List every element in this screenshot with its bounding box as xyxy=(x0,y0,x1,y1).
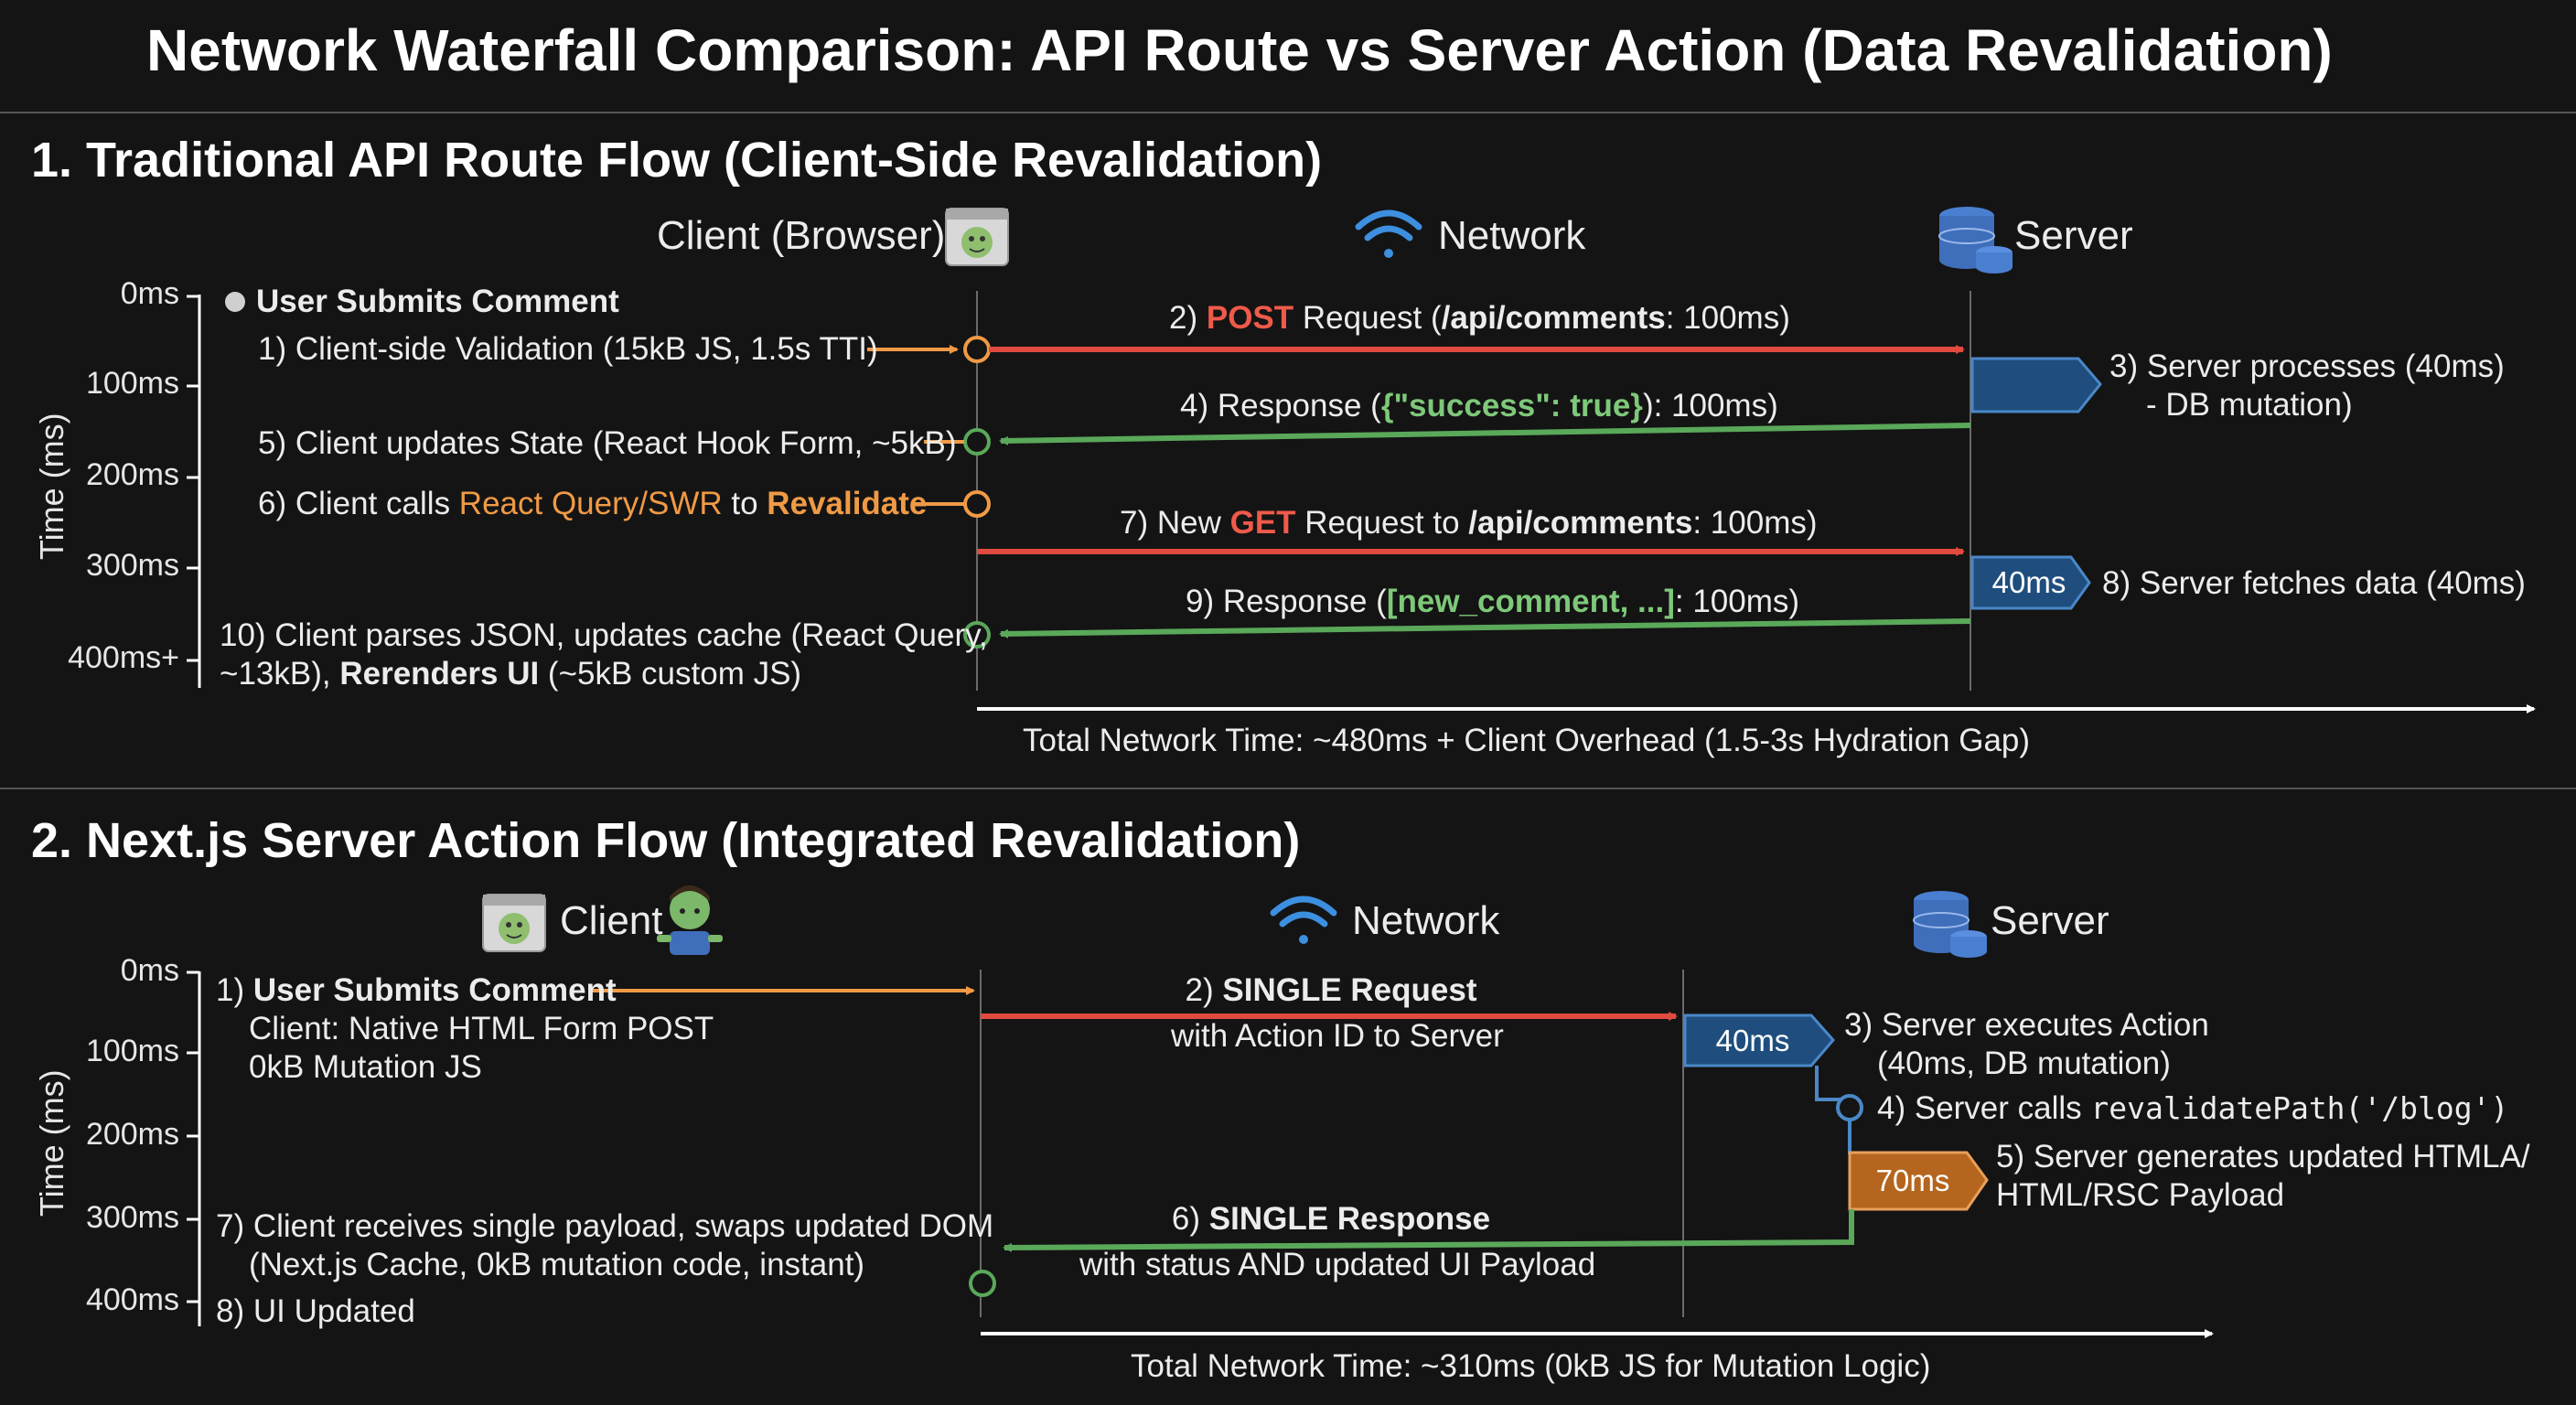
s1-time-axis xyxy=(187,295,201,688)
wifi-icon xyxy=(1270,896,1337,944)
s1-tick-400: 400ms+ xyxy=(68,640,179,675)
s2-step2-label: 2) SINGLE Request with Action ID to Serv… xyxy=(1171,972,1504,1054)
s2-step3-label: 3) Server executes Action (40ms, DB muta… xyxy=(1844,1007,2209,1081)
s2-step4-label: 4) Server calls revalidatePath('/blog') xyxy=(1877,1090,2509,1126)
s1-step0-label: User Submits Comment xyxy=(256,284,619,319)
s2-step8-label: 8) UI Updated xyxy=(216,1293,415,1329)
s2-step6-label: 6) SINGLE Response with status AND updat… xyxy=(1079,1201,1596,1282)
s1-step6-label: 6) Client calls React Query/SWR to Reval… xyxy=(258,486,928,521)
s2-step4-node xyxy=(1836,1094,1863,1121)
s1-client-node-5 xyxy=(963,428,991,456)
s1-client-node-6 xyxy=(963,490,991,518)
s1-tick-200: 200ms xyxy=(85,457,179,492)
s1-step2-label: 2) POST Request (/api/comments: 100ms) xyxy=(1169,300,1790,336)
database-icon xyxy=(1938,207,2012,273)
s1-client-node-10 xyxy=(963,621,991,649)
s1-step7-label: 7) New GET Request to /api/comments: 100… xyxy=(1120,505,1818,541)
s1-step9-label: 9) Response ([new_comment, ...]: 100ms) xyxy=(1186,584,1800,619)
s1-lane-network: Network xyxy=(1438,213,1586,258)
s1-lane-server: Server xyxy=(2014,213,2133,258)
s2-step6-path xyxy=(1003,1209,1854,1252)
s1-step1-label: 1) Client-side Validation (15kB JS, 1.5s… xyxy=(258,331,878,367)
s1-step4-arrow xyxy=(999,423,1971,445)
s1-step10-label: 10) Client parses JSON, updates cache (R… xyxy=(220,617,988,692)
s2-step5-label: 5) Server generates updated HTMLA/ HTML/… xyxy=(1996,1139,2530,1213)
s2-step3-box xyxy=(1683,1014,1835,1067)
section2-heading: 2. Next.js Server Action Flow (Integrate… xyxy=(31,813,1301,868)
s1-client-node-1 xyxy=(963,336,991,363)
zombie-icon xyxy=(657,885,723,955)
s1-step8-box xyxy=(1970,555,2091,610)
s1-step5-label: 5) Client updates State (React Hook Form… xyxy=(258,425,957,461)
browser-icon xyxy=(482,894,546,952)
s1-axis-label: Time (ms) xyxy=(33,413,70,560)
s2-tick-300: 300ms xyxy=(85,1200,179,1235)
s1-tick-0: 0ms xyxy=(120,276,179,311)
s2-lane-network: Network xyxy=(1352,898,1500,943)
s2-tick-200: 200ms xyxy=(85,1117,179,1152)
section1-heading: 1. Traditional API Route Flow (Client-Si… xyxy=(31,133,1323,188)
s1-step0-dot xyxy=(225,292,245,312)
s1-step8-label: 8) Server fetches data (40ms) xyxy=(2102,565,2526,601)
s2-tick-100: 100ms xyxy=(85,1034,179,1068)
s2-step1-label: 1) User Submits Comment Client: Native H… xyxy=(216,972,714,1085)
s1-tick-100: 100ms xyxy=(85,366,179,401)
s1-step9-arrow xyxy=(999,618,1971,638)
s2-axis-label: Time (ms) xyxy=(33,1069,70,1217)
page-title: Network Waterfall Comparison: API Route … xyxy=(146,17,2333,83)
s2-total-label: Total Network Time: ~310ms (0kB JS for M… xyxy=(1131,1348,1931,1384)
s2-step7-label: 7) Client receives single payload, swaps… xyxy=(216,1208,994,1282)
s2-lane-server: Server xyxy=(1991,898,2109,943)
browser-icon xyxy=(945,208,1009,266)
s1-step3-label: 3) Server processes (40ms) - DB mutation… xyxy=(2109,349,2505,423)
database-icon xyxy=(1913,891,1987,958)
s2-client-node-7 xyxy=(969,1270,996,1297)
s2-step5-box xyxy=(1848,1151,1989,1211)
s2-lane-client: Client xyxy=(560,898,663,943)
s2-step3-box-label: 40ms xyxy=(1715,1024,1790,1057)
s1-tick-300: 300ms xyxy=(85,548,179,583)
wifi-icon xyxy=(1355,209,1422,258)
s1-lane-client: Client (Browser) xyxy=(657,213,946,258)
s1-total-label: Total Network Time: ~480ms + Client Over… xyxy=(1023,723,2031,758)
s2-tick-0: 0ms xyxy=(120,953,179,988)
s2-step5-box-label: 70ms xyxy=(1875,1164,1950,1197)
s1-step8-box-label: 40ms xyxy=(1991,565,2066,599)
s2-tick-400: 400ms xyxy=(85,1282,179,1317)
s1-step3-box xyxy=(1970,357,2102,413)
s1-step4-label: 4) Response ({"success": true}): 100ms) xyxy=(1180,388,1778,424)
s2-time-axis xyxy=(187,971,201,1326)
